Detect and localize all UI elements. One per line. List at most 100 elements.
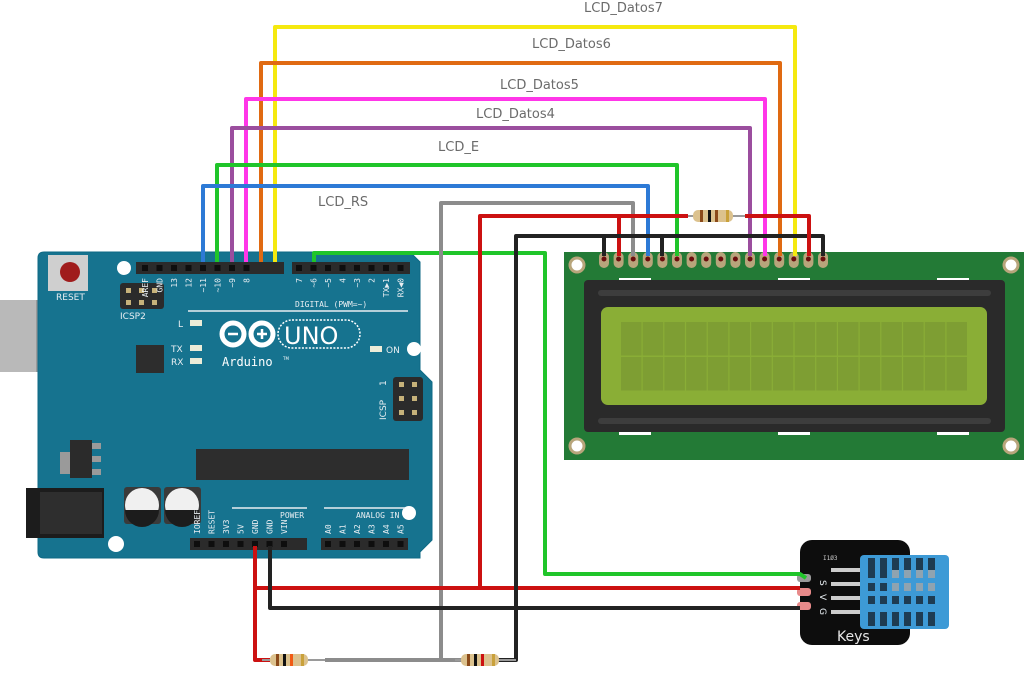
wire-lcd-rs[interactable] — [201, 184, 650, 262]
digital-pin-label: AREF — [141, 278, 150, 297]
label-lcd-e: LCD_E — [438, 140, 479, 155]
wire-lcd-datos5[interactable] — [244, 97, 767, 262]
power-pin[interactable] — [281, 541, 287, 547]
sensor-vent — [928, 596, 935, 604]
digital-pin-label: 13 — [170, 278, 179, 288]
analog-header — [321, 538, 408, 550]
digital-pin[interactable] — [171, 265, 177, 271]
digital-pin[interactable] — [397, 265, 404, 271]
wire-arduino-5v[interactable] — [253, 546, 270, 662]
digital-pin[interactable] — [383, 265, 389, 271]
digital-pin[interactable] — [354, 265, 360, 271]
lcd-char-cell — [686, 357, 707, 391]
power-pin[interactable] — [194, 541, 200, 547]
sensor-vent — [904, 570, 911, 578]
analog-pin[interactable] — [368, 541, 375, 547]
wire-contrast-gray[interactable] — [325, 201, 635, 662]
analog-pin[interactable] — [354, 541, 360, 547]
digital-pin[interactable] — [214, 265, 221, 271]
capacitor — [124, 487, 161, 527]
led-on — [370, 346, 382, 352]
lcd-char-cell — [946, 322, 967, 356]
power-pin[interactable] — [237, 541, 244, 547]
digital-pin[interactable] — [368, 265, 375, 271]
sensor-vent — [916, 612, 923, 626]
lcd-char-cell — [751, 322, 772, 356]
lcd-16x2 — [564, 252, 1024, 460]
digital-pin-label: ~9 — [228, 278, 237, 288]
lcd-char-cell — [903, 322, 924, 356]
digital-pin-label: 4 — [339, 278, 348, 283]
digital-pin[interactable] — [229, 265, 235, 271]
label-lcd-datos5: LCD_Datos5 — [500, 78, 579, 93]
sensor-vent — [916, 570, 923, 578]
lcd-char-cell — [664, 322, 685, 356]
lcd-char-cell — [838, 322, 859, 356]
digital-pin-label: RX◀0 — [397, 278, 406, 297]
digital-pin[interactable] — [310, 265, 317, 271]
lcd-char-cell — [751, 357, 772, 391]
analog-pin[interactable] — [383, 541, 389, 547]
led-l — [190, 320, 202, 326]
digital-pin[interactable] — [200, 265, 206, 271]
sensor-vent — [868, 583, 875, 591]
wire-arduino-gnd[interactable] — [268, 546, 800, 610]
wire-lcd-e[interactable] — [215, 163, 679, 262]
sensor-vent — [904, 612, 911, 626]
led-l-label: L — [178, 320, 183, 330]
icsp-label: ICSP — [379, 399, 389, 420]
analog-label: ANALOG IN — [356, 511, 400, 520]
digital-pin[interactable] — [325, 265, 331, 271]
led-tx — [190, 345, 202, 351]
sensor-vent — [880, 570, 887, 578]
lcd-char-cell — [924, 357, 946, 391]
wire-lcd-datos4[interactable] — [230, 126, 752, 262]
lcd-char-cell — [881, 322, 902, 356]
lcd-char-cell — [707, 322, 729, 356]
wire-5v-red[interactable] — [478, 214, 800, 590]
analog-pin[interactable] — [325, 541, 331, 547]
lcd-char-cell — [794, 322, 816, 356]
mounting-hole — [568, 256, 586, 274]
power-pin[interactable] — [208, 541, 215, 547]
power-header — [190, 538, 307, 550]
lcd-char-cell — [729, 322, 750, 356]
power-pin[interactable] — [252, 541, 258, 547]
digital-pin[interactable] — [296, 265, 302, 271]
mounting-hole — [402, 506, 416, 520]
lcd-char-cell — [772, 322, 794, 356]
analog-pin[interactable] — [397, 541, 404, 547]
digital-pin-label: GND — [156, 278, 165, 293]
reset-button[interactable] — [48, 255, 88, 291]
digital-pin[interactable] — [243, 265, 250, 271]
sensor-vent — [928, 583, 935, 591]
sensor-vent — [928, 558, 935, 572]
wire-lcd-datos7[interactable] — [273, 25, 797, 262]
wire-lcd-datos6[interactable] — [259, 61, 782, 262]
analog-pin-label: A4 — [382, 524, 391, 534]
sensor-vent — [928, 570, 935, 578]
led-rx-label: RX — [171, 358, 183, 368]
icsp2-label: ICSP2 — [120, 312, 146, 322]
lcd-char-cell — [859, 322, 881, 356]
power-pin[interactable] — [266, 541, 273, 547]
arduino-brand: Arduino — [222, 355, 273, 369]
sensor-vent — [904, 558, 911, 572]
digital-pin[interactable] — [185, 265, 192, 271]
icsp-pin1: 1 — [379, 380, 389, 386]
digital-pin[interactable] — [156, 265, 163, 271]
icsp-header — [393, 377, 423, 421]
digital-pin[interactable] — [339, 265, 346, 271]
sensor-vent — [892, 558, 899, 572]
wire-sensor-signal[interactable] — [312, 251, 808, 580]
usb-chip — [136, 345, 164, 373]
sensor-vent — [880, 612, 887, 626]
analog-pin[interactable] — [339, 541, 346, 547]
power-pin[interactable] — [223, 541, 229, 547]
wire-black-top[interactable] — [604, 234, 825, 256]
digital-pin[interactable] — [142, 265, 148, 271]
sensor-pin-s: S — [817, 580, 827, 586]
wire-red-backlight[interactable] — [745, 214, 811, 256]
atmega-chip — [196, 449, 409, 480]
